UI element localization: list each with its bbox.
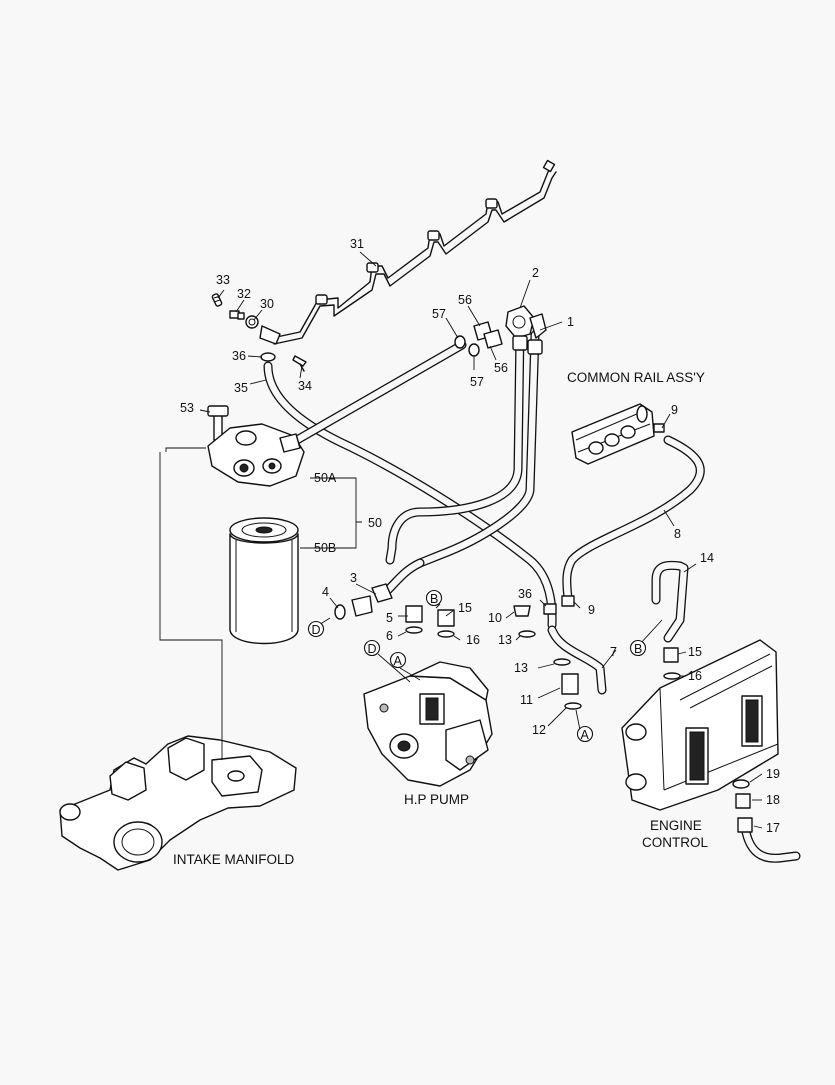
engine-control-unit bbox=[621, 639, 779, 833]
callout-36-lower: 36 bbox=[518, 587, 532, 601]
callout-34: 34 bbox=[298, 379, 312, 393]
label-common-rail: COMMON RAIL ASS'Y bbox=[567, 370, 705, 385]
callout-9-rail: 9 bbox=[671, 403, 678, 417]
callout-2: 2 bbox=[532, 266, 539, 280]
callout-10: 10 bbox=[488, 611, 502, 625]
callout-50A: 50A bbox=[314, 471, 337, 485]
callout-32: 32 bbox=[237, 287, 251, 301]
callout-3: 3 bbox=[350, 571, 357, 585]
callout-57-lower: 57 bbox=[470, 375, 484, 389]
callout-15-pump: 15 bbox=[458, 601, 472, 615]
callout-33: 33 bbox=[216, 273, 230, 287]
callout-16-pump: 16 bbox=[466, 633, 480, 647]
callout-31: 31 bbox=[350, 237, 364, 251]
callout-35: 35 bbox=[234, 381, 248, 395]
hp-pump bbox=[363, 661, 493, 787]
callout-56-lower: 56 bbox=[494, 361, 508, 375]
fuel-filter-assembly bbox=[207, 405, 305, 645]
callout-36-upper: 36 bbox=[232, 349, 246, 363]
pump-fittings bbox=[334, 583, 455, 638]
rail-fittings bbox=[454, 305, 547, 357]
callout-8: 8 bbox=[674, 527, 681, 541]
callout-18: 18 bbox=[766, 793, 780, 807]
callout-17: 17 bbox=[766, 821, 780, 835]
callout-50B: 50B bbox=[314, 541, 336, 555]
lower-fittings bbox=[513, 595, 582, 710]
callout-11: 11 bbox=[520, 693, 533, 707]
callout-50: 50 bbox=[368, 516, 382, 530]
callout-12: 12 bbox=[532, 723, 546, 737]
fuel-hoses bbox=[263, 325, 801, 863]
callout-57-upper: 57 bbox=[432, 307, 446, 321]
reference-letters: D B D A A B bbox=[307, 589, 647, 743]
callout-30: 30 bbox=[260, 297, 274, 311]
label-engine-control-line2: CONTROL bbox=[642, 835, 708, 850]
ref-A-pump: A bbox=[394, 654, 403, 668]
ref-D-pump: D bbox=[368, 642, 377, 656]
callout-56-upper: 56 bbox=[458, 293, 472, 307]
ref-A-lower: A bbox=[581, 728, 590, 742]
ref-B-ecu: B bbox=[634, 642, 642, 656]
callout-15-ecu: 15 bbox=[688, 645, 702, 659]
common-rail bbox=[571, 403, 665, 465]
callout-1: 1 bbox=[567, 315, 574, 329]
callout-53: 53 bbox=[180, 401, 194, 415]
ref-D-left: D bbox=[312, 623, 321, 637]
callout-numbers: 1 2 3 4 5 6 7 8 9 9 10 11 12 13 13 14 15… bbox=[180, 237, 780, 835]
callout-14: 14 bbox=[700, 551, 714, 565]
callout-13-upper: 13 bbox=[498, 633, 512, 647]
callout-5: 5 bbox=[386, 611, 393, 625]
section-labels: COMMON RAIL ASS'Y H.P PUMP INTAKE MANIFO… bbox=[173, 370, 708, 867]
callout-7: 7 bbox=[610, 645, 617, 659]
intake-manifold bbox=[59, 735, 297, 871]
callout-6: 6 bbox=[386, 629, 393, 643]
label-hp-pump: H.P PUMP bbox=[404, 792, 469, 807]
callout-19: 19 bbox=[766, 767, 780, 781]
bracket-fasteners bbox=[211, 293, 307, 372]
label-intake-manifold: INTAKE MANIFOLD bbox=[173, 852, 295, 867]
callout-4: 4 bbox=[322, 585, 329, 599]
injector-harness bbox=[271, 159, 557, 345]
callout-13-lower: 13 bbox=[514, 661, 528, 675]
label-engine-control-line1: ENGINE bbox=[650, 818, 702, 833]
callout-9-lower: 9 bbox=[588, 603, 595, 617]
ref-B-pump: B bbox=[430, 592, 438, 606]
callout-16-ecu: 16 bbox=[688, 669, 702, 683]
